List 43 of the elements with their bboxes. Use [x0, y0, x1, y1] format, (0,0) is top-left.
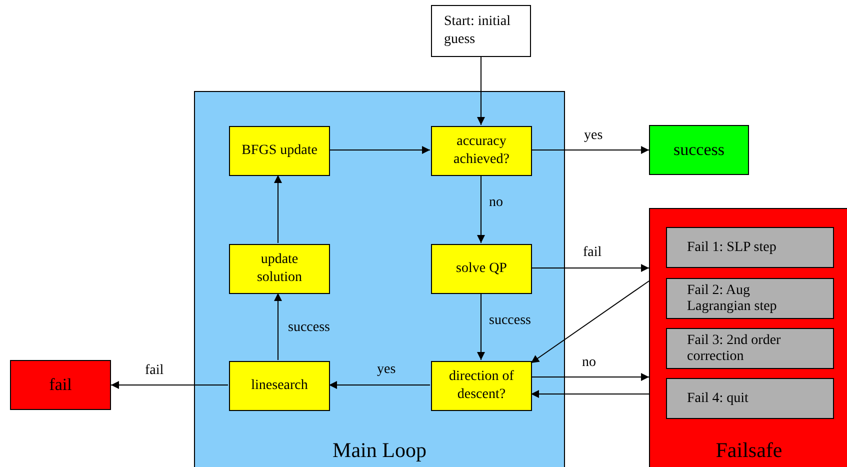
arrow	[274, 174, 282, 244]
box-label: success	[674, 139, 724, 162]
arrow	[328, 381, 430, 389]
arrow	[477, 56, 485, 126]
fail-box	[10, 360, 111, 410]
arrow	[328, 146, 430, 154]
process-box	[431, 361, 532, 411]
box-label: Fail 1: SLP step	[687, 240, 776, 256]
box-label: Start: initial guess	[444, 13, 512, 49]
process-box	[229, 361, 330, 411]
box-label: update solution	[256, 251, 304, 287]
box-label: BFGS update	[242, 142, 318, 160]
arrow	[530, 146, 650, 154]
arrow	[274, 292, 282, 360]
box-label: accuracy achieved?	[452, 133, 510, 169]
box-label: linesearch	[251, 377, 308, 395]
start-box	[431, 5, 531, 57]
process-box	[229, 126, 330, 176]
box-label: Fail 2: Aug Lagrangian step	[687, 282, 778, 314]
box-label: solve QP	[456, 260, 507, 278]
process-box	[431, 244, 532, 294]
fallback-box	[666, 278, 834, 319]
process-box	[229, 244, 330, 294]
box-label: fail	[49, 374, 72, 396]
arrow	[110, 381, 228, 389]
box-label: Fail 3: 2nd order correction	[687, 332, 782, 364]
arrow	[530, 390, 650, 398]
arrow	[530, 264, 650, 272]
panel-title: Main Loop	[332, 436, 426, 464]
fallback-box	[666, 378, 834, 419]
fallback-box	[666, 227, 834, 268]
box-label: direction of descent?	[448, 368, 515, 404]
success-box	[649, 125, 749, 175]
loop-panel	[194, 91, 565, 467]
box-label: Fail 4: quit	[687, 390, 748, 406]
arrow	[477, 174, 485, 244]
fallback-box	[666, 328, 834, 369]
arrow	[477, 292, 485, 360]
panel-title: Failsafe	[716, 436, 782, 464]
failsafe-panel	[649, 208, 847, 467]
arrow	[530, 280, 650, 364]
process-box	[431, 126, 532, 176]
arrow	[530, 373, 650, 381]
